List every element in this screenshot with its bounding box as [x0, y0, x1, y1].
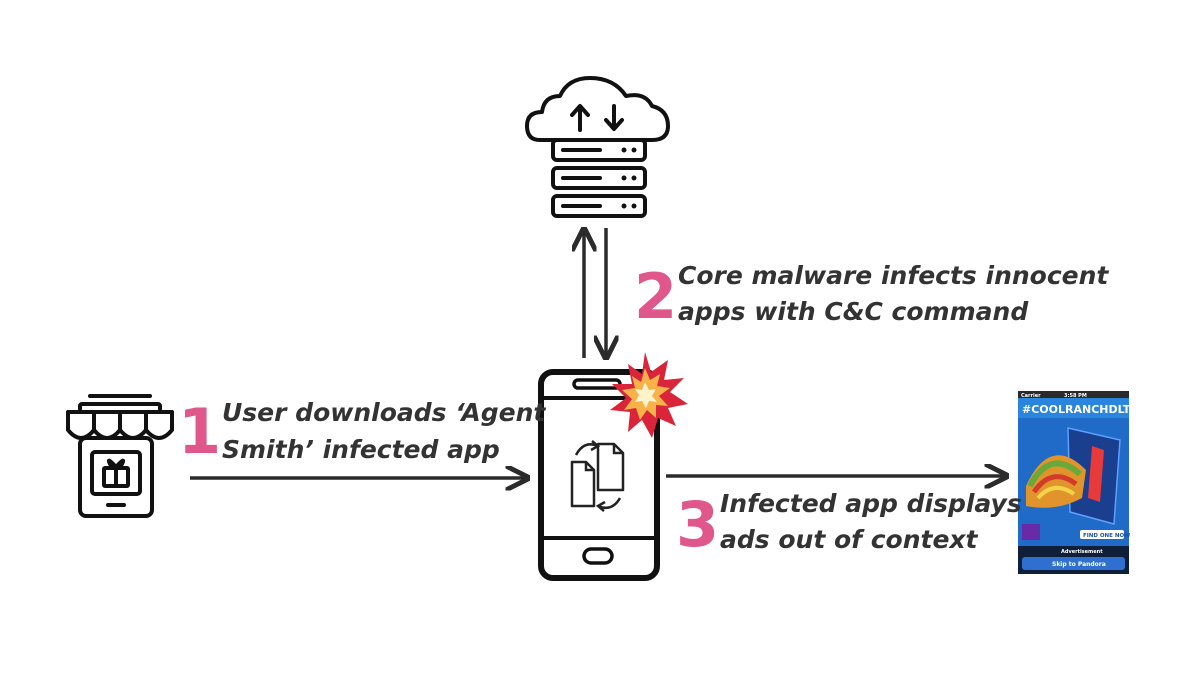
- ad-carrier: Carrier: [1021, 393, 1041, 399]
- ad-advertisement-label: Advertisement: [1061, 549, 1103, 555]
- step-1-line-1: User downloads ‘Agent: [222, 398, 546, 427]
- step-3: 3 Infected app displays ads out of conte…: [676, 488, 1022, 561]
- ad-skip-button: Skip to Pandora: [1052, 561, 1106, 568]
- step-3-number: 3: [676, 488, 719, 561]
- step-2-line-2: apps with C&C command: [678, 297, 1029, 326]
- step-3-line-2: ads out of context: [720, 525, 979, 554]
- cloud-server-icon: [525, 76, 670, 218]
- storefront-icon: [66, 394, 174, 518]
- ad-phone-screenshot: Carrier 3:58 PM #COOLRANCHDLT FIND ONE N…: [1018, 391, 1131, 574]
- ad-cta: FIND ONE NOW: [1083, 533, 1130, 539]
- step-1: 1 User downloads ‘Agent Smith’ infected …: [178, 395, 546, 468]
- step-1-line-2: Smith’ infected app: [222, 435, 500, 464]
- step-2-number: 2: [634, 260, 677, 333]
- file-sync-icon: [570, 440, 625, 512]
- explosion-burst-icon: [610, 352, 688, 438]
- step-2: 2 Core malware infects innocent apps wit…: [634, 260, 1109, 333]
- step-2-line-1: Core malware infects innocent: [678, 261, 1109, 290]
- ad-clock: 3:58 PM: [1064, 393, 1087, 399]
- step-3-line-1: Infected app displays: [720, 489, 1022, 518]
- step-1-number: 1: [178, 395, 221, 468]
- ad-hashtag: #COOLRANCHDLT: [1022, 403, 1131, 416]
